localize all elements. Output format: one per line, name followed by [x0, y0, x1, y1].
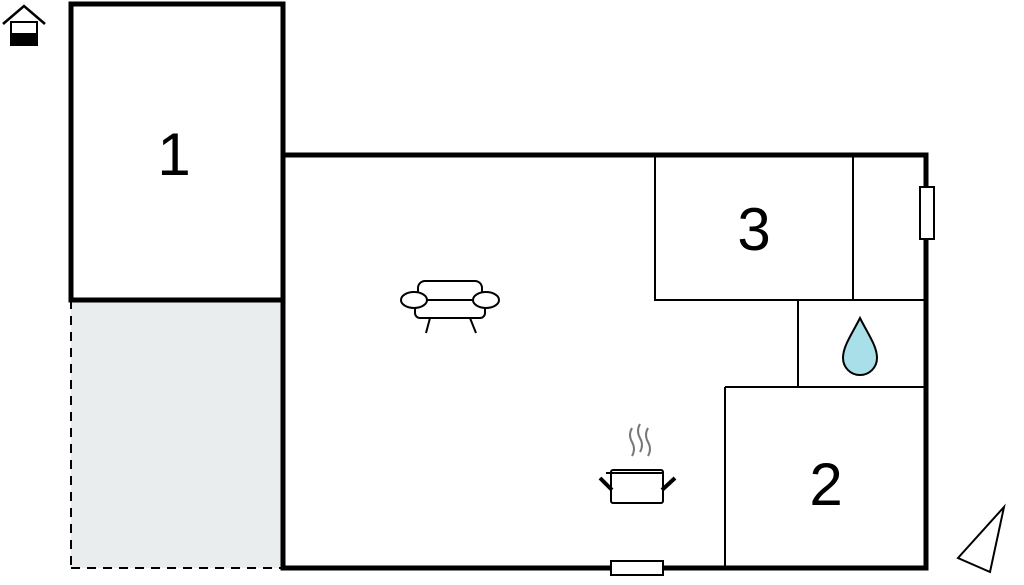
room-1-label: 1 [157, 121, 190, 188]
room-2: 2 [724, 387, 843, 568]
room-3: 3 [654, 154, 926, 301]
room-3-label: 3 [737, 196, 770, 263]
terrace-area [70, 300, 283, 569]
cooking-pot-icon [598, 423, 677, 504]
room-1: 1 [68, 1, 286, 303]
bathroom [725, 299, 926, 388]
sofa-icon [400, 280, 500, 334]
room-2-label: 2 [809, 451, 842, 518]
door-icon [610, 560, 664, 576]
water-drop-icon [841, 315, 879, 376]
house-floor-icon [2, 4, 46, 46]
north-arrow-icon [956, 503, 1006, 574]
window-icon [919, 186, 935, 240]
